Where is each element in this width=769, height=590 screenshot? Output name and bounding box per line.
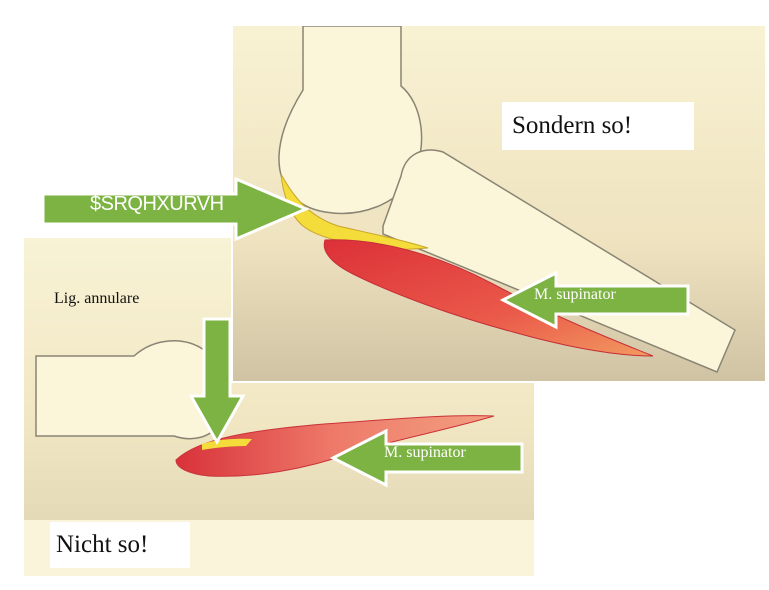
supinator-bottom-label: M. supinator (384, 444, 466, 462)
aponeurose-label: $SRQHXURVH (90, 193, 224, 216)
incorrect-caption: Nicht so! (50, 522, 190, 568)
ligament-down-arrow-icon (188, 316, 246, 446)
ligament-label: Lig. annulare (54, 290, 139, 308)
supinator-top-label: M. supinator (534, 286, 616, 304)
correct-caption: Sondern so! (502, 102, 694, 150)
